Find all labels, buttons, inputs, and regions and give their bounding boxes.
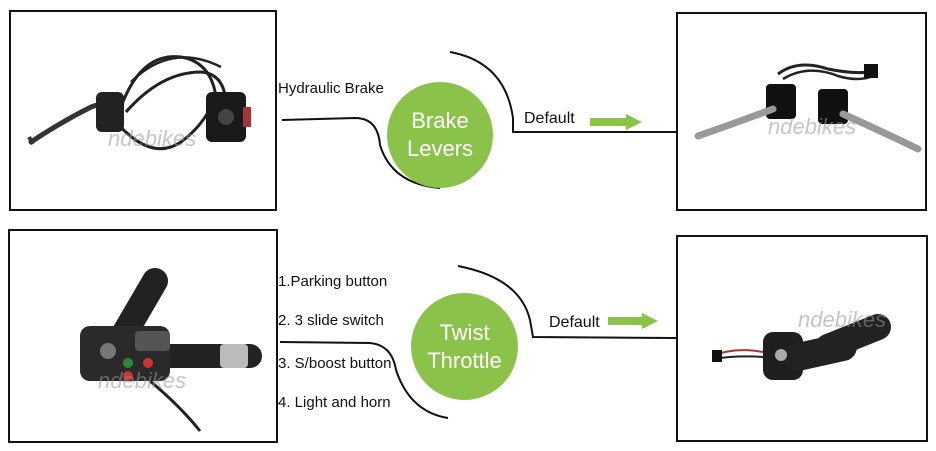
- default-brake-illustration: [694, 63, 922, 153]
- default-brake-image: ndebikes: [676, 12, 927, 211]
- watermark: ndebikes: [108, 126, 197, 151]
- default-label-bottom: Default: [549, 314, 600, 331]
- feature-slide-switch: 2. 3 slide switch: [278, 312, 384, 329]
- twist-throttle-illustration: [80, 268, 262, 432]
- watermark: ndebikes: [98, 368, 187, 393]
- hydraulic-brake-image: ndebikes: [9, 10, 277, 211]
- hydraulic-brake-illustration: [27, 55, 251, 151]
- twist-throttle-image: ndebikes: [8, 229, 278, 443]
- default-label-top: Default: [524, 110, 575, 127]
- twist-throttle-title-line1: Twist: [439, 319, 490, 345]
- watermark: ndebikes: [798, 307, 887, 332]
- hydraulic-brake-label: Hydraulic Brake: [278, 80, 384, 97]
- watermark: ndebikes: [768, 114, 857, 139]
- twist-throttle-circle: Twist Throttle: [411, 293, 518, 400]
- green-arrow-icon: [590, 114, 642, 130]
- feature-parking-button: 1.Parking button: [278, 273, 388, 290]
- brake-levers-title-line1: Brake: [411, 108, 469, 133]
- green-arrow-icon: [608, 313, 658, 329]
- feature-boost-button: 3. S/boost button: [278, 355, 392, 372]
- feature-light-horn: 4. Light and horn: [278, 394, 391, 411]
- brake-levers-circle: Brake Levers: [387, 82, 493, 188]
- brake-levers-title-line2: Levers: [406, 136, 474, 161]
- twist-throttle-title-line2: Throttle: [427, 347, 502, 373]
- default-throttle-image: ndebikes: [676, 235, 928, 442]
- default-throttle-illustration: [712, 314, 891, 380]
